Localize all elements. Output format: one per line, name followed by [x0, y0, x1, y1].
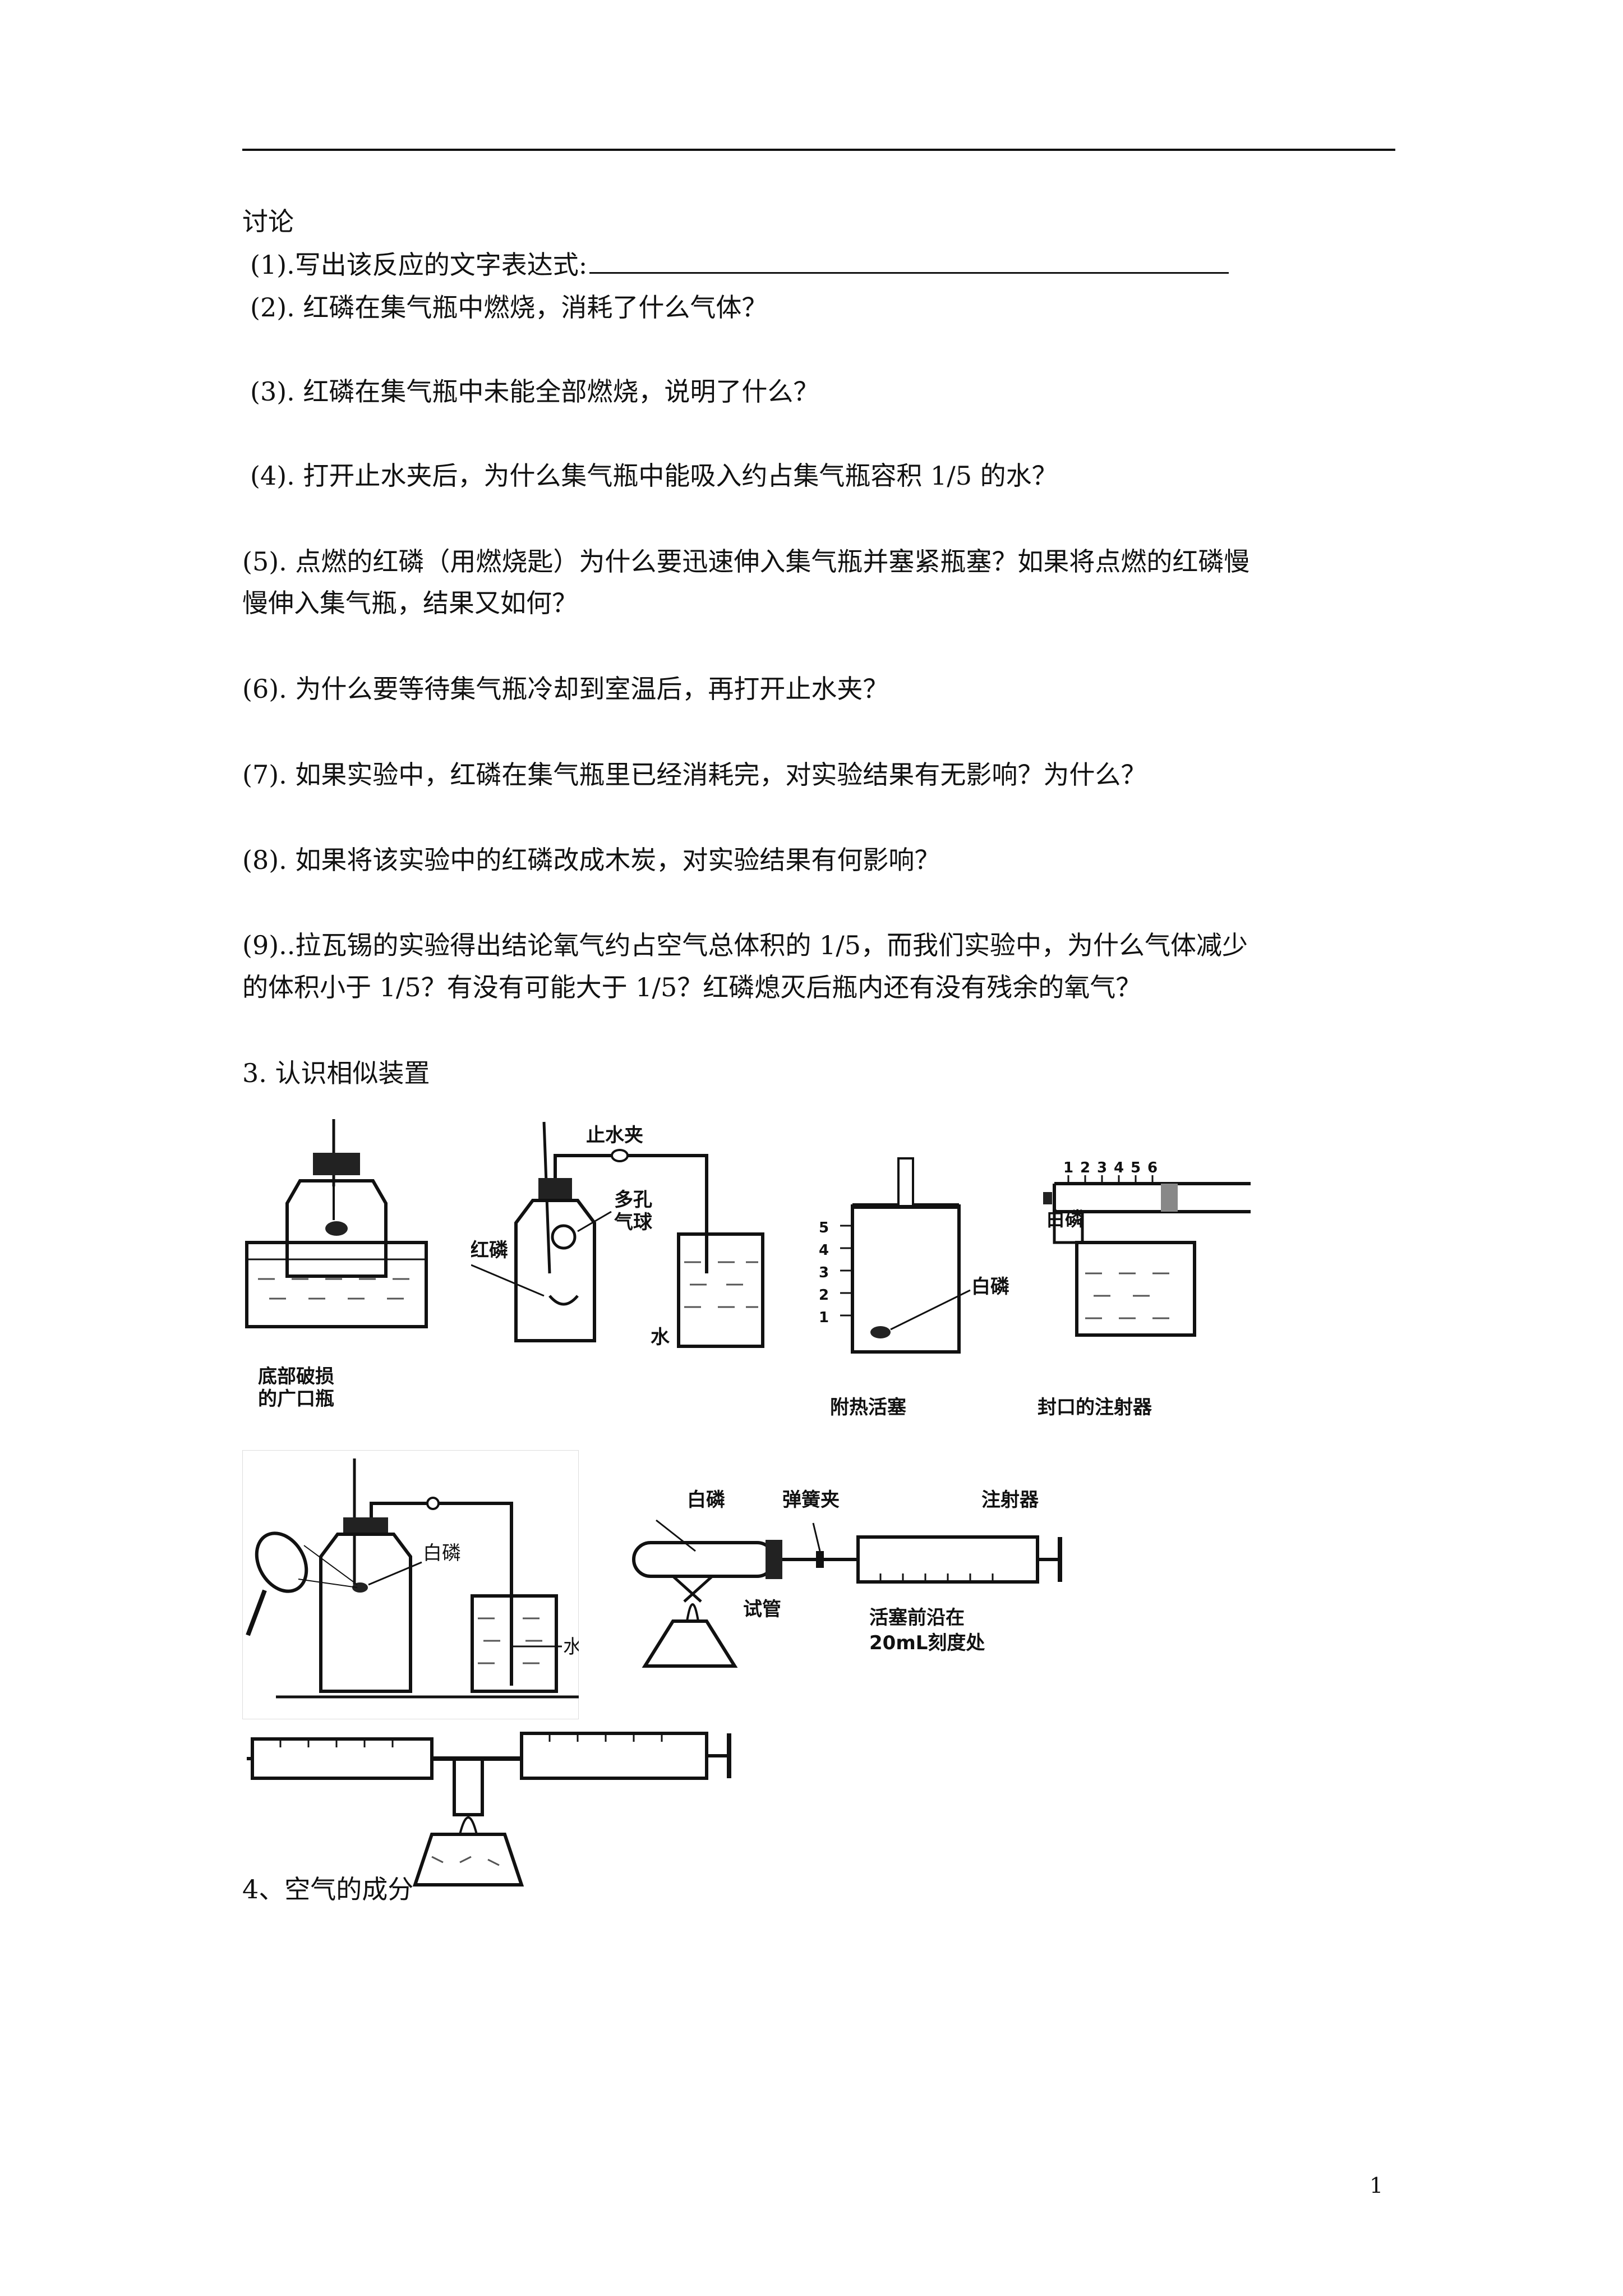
- f6-syringe-label: 注射器: [981, 1489, 1039, 1511]
- question-6: (6). 为什么要等待集气瓶冷却到室温后，再打开止水夹？: [242, 674, 889, 704]
- f2-balloon-label2: 气球: [614, 1211, 653, 1234]
- figure-broken-bottle: 底部破损 的广口瓶: [236, 1119, 437, 1416]
- f5-water-label: 水: [563, 1636, 579, 1658]
- question-9-line1: (9)..拉瓦锡的实验得出结论氧气约占空气总体积的 1/5，而我们实验中，为什么…: [242, 930, 1248, 960]
- question-7: (7). 如果实验中，红磷在集气瓶里已经消耗完，对实验结果有无影响？为什么？: [242, 760, 1147, 790]
- f6-tube-label: 试管: [743, 1598, 781, 1621]
- f3-caption: 附热活塞: [830, 1396, 906, 1419]
- question-9-line2: 的体积小于 1/5？有没有可能大于 1/5？红磷熄灭后瓶内还有没有残余的氧气？: [242, 972, 1142, 1002]
- f5-whitep-label: 白磷: [423, 1542, 461, 1565]
- header-rule: [242, 149, 1395, 151]
- f3-whitep-label: 白磷: [971, 1276, 1009, 1298]
- figure-two-syringes: [247, 1717, 751, 1907]
- f1-caption-line2: 的广口瓶: [258, 1388, 334, 1410]
- f2-redp-label: 红磷: [471, 1239, 508, 1262]
- question-1-text: (1).写出该反应的文字表达式:: [250, 250, 588, 280]
- question-2: (2). 红磷在集气瓶中燃烧，消耗了什么气体？: [250, 292, 768, 323]
- f2-balloon-label1: 多孔: [614, 1189, 652, 1211]
- figure-balloon-apparatus: 止水夹 多孔 气球 红磷 水: [471, 1116, 785, 1352]
- f4-scale-5: 5: [1131, 1159, 1141, 1176]
- section-3-heading: 3. 认识相似装置: [242, 1058, 430, 1088]
- f4-whitep-label: 白磷: [1046, 1208, 1084, 1231]
- f4-caption: 封口的注射器: [1038, 1396, 1152, 1419]
- f4-scale-3: 3: [1097, 1159, 1107, 1176]
- f3-scale-3: 3: [819, 1264, 829, 1281]
- section-4-heading: 4、空气的成分: [242, 1874, 414, 1904]
- f6-whitep-label: 白磷: [687, 1489, 725, 1511]
- f1-caption-line1: 底部破损: [258, 1365, 334, 1388]
- f6-springclip-label: 弹簧夹: [782, 1489, 840, 1511]
- f4-scale-2: 2: [1080, 1159, 1090, 1176]
- page-number: 1: [1370, 2173, 1384, 2198]
- f6-piston-label2: 20mL刻度处: [869, 1632, 985, 1654]
- question-5-line2: 慢伸入集气瓶，结果又如何？: [242, 588, 578, 618]
- f3-scale-1: 1: [819, 1309, 829, 1326]
- f6-piston-label1: 活塞前沿在: [869, 1607, 965, 1629]
- figure-testtube-syringe: 白磷 弹簧夹 注射器 试管 活塞前沿在 20mL刻度处: [623, 1481, 1071, 1722]
- question-8: (8). 如果将该实验中的红磷改成木炭，对实验结果有何影响？: [242, 845, 940, 875]
- question-1: (1).写出该反应的文字表达式:: [250, 250, 1229, 278]
- figure-magnifier-apparatus: 白磷 水: [242, 1450, 579, 1719]
- f4-scale-1: 1: [1063, 1159, 1073, 1176]
- question-3: (3). 红磷在集气瓶中未能全部燃烧，说明了什么？: [250, 376, 819, 407]
- f3-scale-2: 2: [819, 1287, 829, 1304]
- figure-piston-cylinder: 5 4 3 2 1 白磷 附热活塞: [796, 1128, 1021, 1419]
- heading-discussion: 讨论: [242, 206, 294, 237]
- f4-scale-4: 4: [1114, 1159, 1124, 1176]
- question-4: (4). 打开止水夹后，为什么集气瓶中能吸入约占集气瓶容积 1/5 的水？: [250, 461, 1058, 491]
- f4-scale-6: 6: [1147, 1159, 1158, 1176]
- f2-water-label: 水: [651, 1326, 670, 1349]
- figure-sealed-syringe: 1 2 3 4 5 6 白磷 封口的注射器: [1026, 1144, 1262, 1419]
- question-5-line1: (5). 点燃的红磷（用燃烧匙）为什么要迅速伸入集气瓶并塞紧瓶塞？如果将点燃的红…: [242, 546, 1250, 577]
- f3-scale-4: 4: [819, 1242, 829, 1259]
- f2-stopclip-label: 止水夹: [586, 1124, 643, 1147]
- answer-blank-line: [589, 250, 1229, 274]
- f3-scale-5: 5: [819, 1220, 829, 1236]
